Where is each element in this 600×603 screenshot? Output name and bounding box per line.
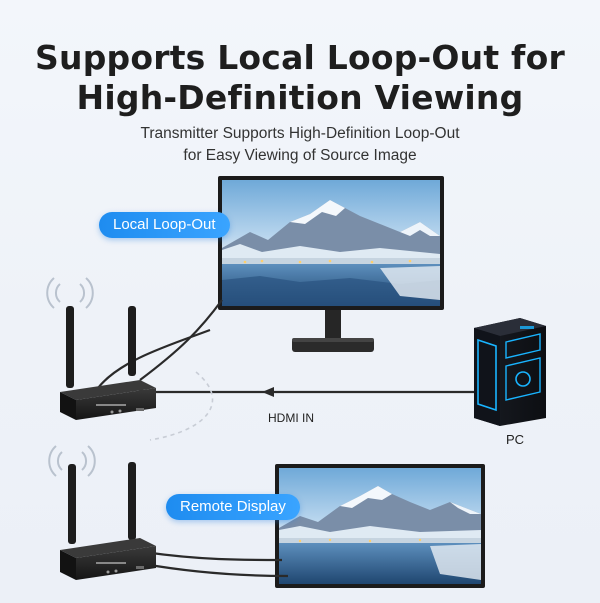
headline: Supports Local Loop-Out for High-Definit… — [0, 38, 600, 118]
subheadline-line-1: Transmitter Supports High-Definition Loo… — [140, 125, 460, 142]
subheadline-line-2: for Easy Viewing of Source Image — [183, 147, 417, 164]
pc-tower — [474, 318, 546, 426]
wireless-link — [149, 371, 214, 441]
remote-monitor — [275, 464, 485, 588]
headline-line-2: High-Definition Viewing — [76, 78, 524, 117]
transmitter-device — [46, 277, 156, 420]
local-loop-out-badge: Local Loop-Out — [99, 212, 230, 238]
remote-display-badge: Remote Display — [166, 494, 300, 520]
hdmi-in-label: HDMI IN — [268, 411, 314, 425]
pc-label: PC — [506, 432, 525, 447]
local-monitor — [218, 176, 444, 352]
hdmi-direction-arrow — [262, 387, 274, 397]
subheadline: Transmitter Supports High-Definition Loo… — [0, 123, 600, 167]
headline-line-1: Supports Local Loop-Out for — [35, 38, 565, 77]
receiver-device — [48, 445, 156, 580]
